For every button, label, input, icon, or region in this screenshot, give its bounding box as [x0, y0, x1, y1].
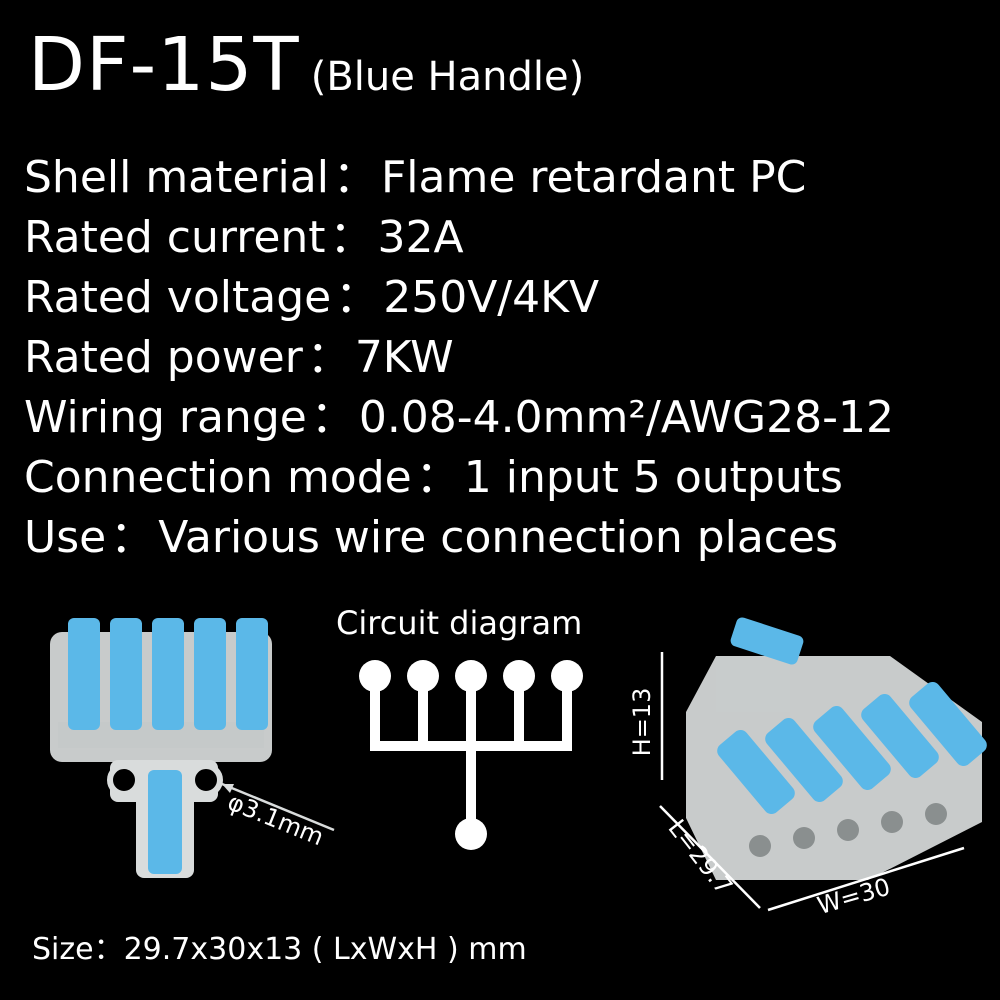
- output-terminal-4: [503, 660, 535, 692]
- title-row: DF-15T (Blue Handle): [28, 28, 584, 102]
- connector-input-block: [716, 656, 790, 712]
- spec-separator: ：: [110, 512, 155, 563]
- spec-label: Wiring range: [24, 392, 307, 443]
- dimension-lines: [659, 652, 965, 912]
- spec-rated-current: Rated current：32A: [24, 216, 464, 260]
- spec-label: Rated power: [24, 332, 303, 383]
- spec-rated-power: Rated power：7KW: [24, 336, 454, 380]
- spec-separator: ：: [415, 452, 460, 503]
- spec-value: Various wire connection places: [158, 512, 838, 563]
- spec-separator: ：: [329, 212, 374, 263]
- spec-label: Rated voltage: [24, 272, 332, 323]
- spec-wiring-range: Wiring range：0.08-4.0mm²/AWG28-12: [24, 396, 894, 440]
- circuit-diagram: [359, 660, 583, 850]
- spec-label: Connection mode: [24, 452, 412, 503]
- model-variant: (Blue Handle): [310, 54, 585, 100]
- spec-value: 32A: [377, 212, 464, 263]
- spec-separator: ：: [332, 152, 377, 203]
- spec-value: 250V/4KV: [383, 272, 600, 323]
- size-line: Size：29.7x30x13 ( LxWxH ) mm: [32, 924, 527, 968]
- spec-label: Rated current: [24, 212, 326, 263]
- input-handle: [730, 617, 804, 665]
- spec-label: Use: [24, 512, 107, 563]
- spec-value: 7KW: [354, 332, 454, 383]
- hole-diameter-label: φ3.1mm: [224, 788, 328, 852]
- output-terminal-1: [359, 660, 391, 692]
- spec-shell-material: Shell material：Flame retardant PC: [24, 156, 806, 200]
- output-terminal-5: [551, 660, 583, 692]
- connector-perspective-image: H=13 L=29.7 W=30: [628, 617, 987, 920]
- input-terminal: [455, 818, 487, 850]
- connector-input-handle: [148, 770, 182, 874]
- wire-openings: [749, 803, 947, 857]
- spec-connection-mode: Connection mode：1 input 5 outputs: [24, 456, 843, 500]
- spec-use: Use：Various wire connection places: [24, 516, 838, 560]
- hole-dimension-line: [221, 782, 335, 832]
- mount-hole-right: [189, 763, 223, 797]
- mount-hole-left: [107, 763, 141, 797]
- height-label: H=13: [628, 688, 656, 757]
- spec-value: 0.08-4.0mm²/AWG28-12: [358, 392, 894, 443]
- spec-value: Flame retardant PC: [380, 152, 807, 203]
- spec-rated-voltage: Rated voltage：250V/4KV: [24, 276, 599, 320]
- size-value: 29.7x30x13 ( LxWxH ) mm: [123, 932, 527, 967]
- spec-label: Shell material: [24, 152, 329, 203]
- size-label: Size: [32, 932, 94, 967]
- output-terminal-3: [455, 660, 487, 692]
- connector-top-view-image: φ3.1mm: [50, 618, 335, 878]
- circuit-terminals: [359, 660, 583, 850]
- circuit-diagram-title: Circuit diagram: [336, 604, 583, 642]
- output-handles: [717, 681, 987, 815]
- spec-separator: ：: [335, 272, 380, 323]
- spec-separator: ：: [306, 332, 351, 383]
- spec-value: 1 input 5 outputs: [463, 452, 843, 503]
- output-terminal-2: [407, 660, 439, 692]
- size-separator: ：: [93, 932, 124, 967]
- spec-separator: ：: [310, 392, 355, 443]
- hole-dimension-arrow: [222, 784, 234, 793]
- model-name: DF-15T: [28, 22, 300, 108]
- circuit-wires: [370, 671, 572, 839]
- connector-handles: [68, 618, 268, 730]
